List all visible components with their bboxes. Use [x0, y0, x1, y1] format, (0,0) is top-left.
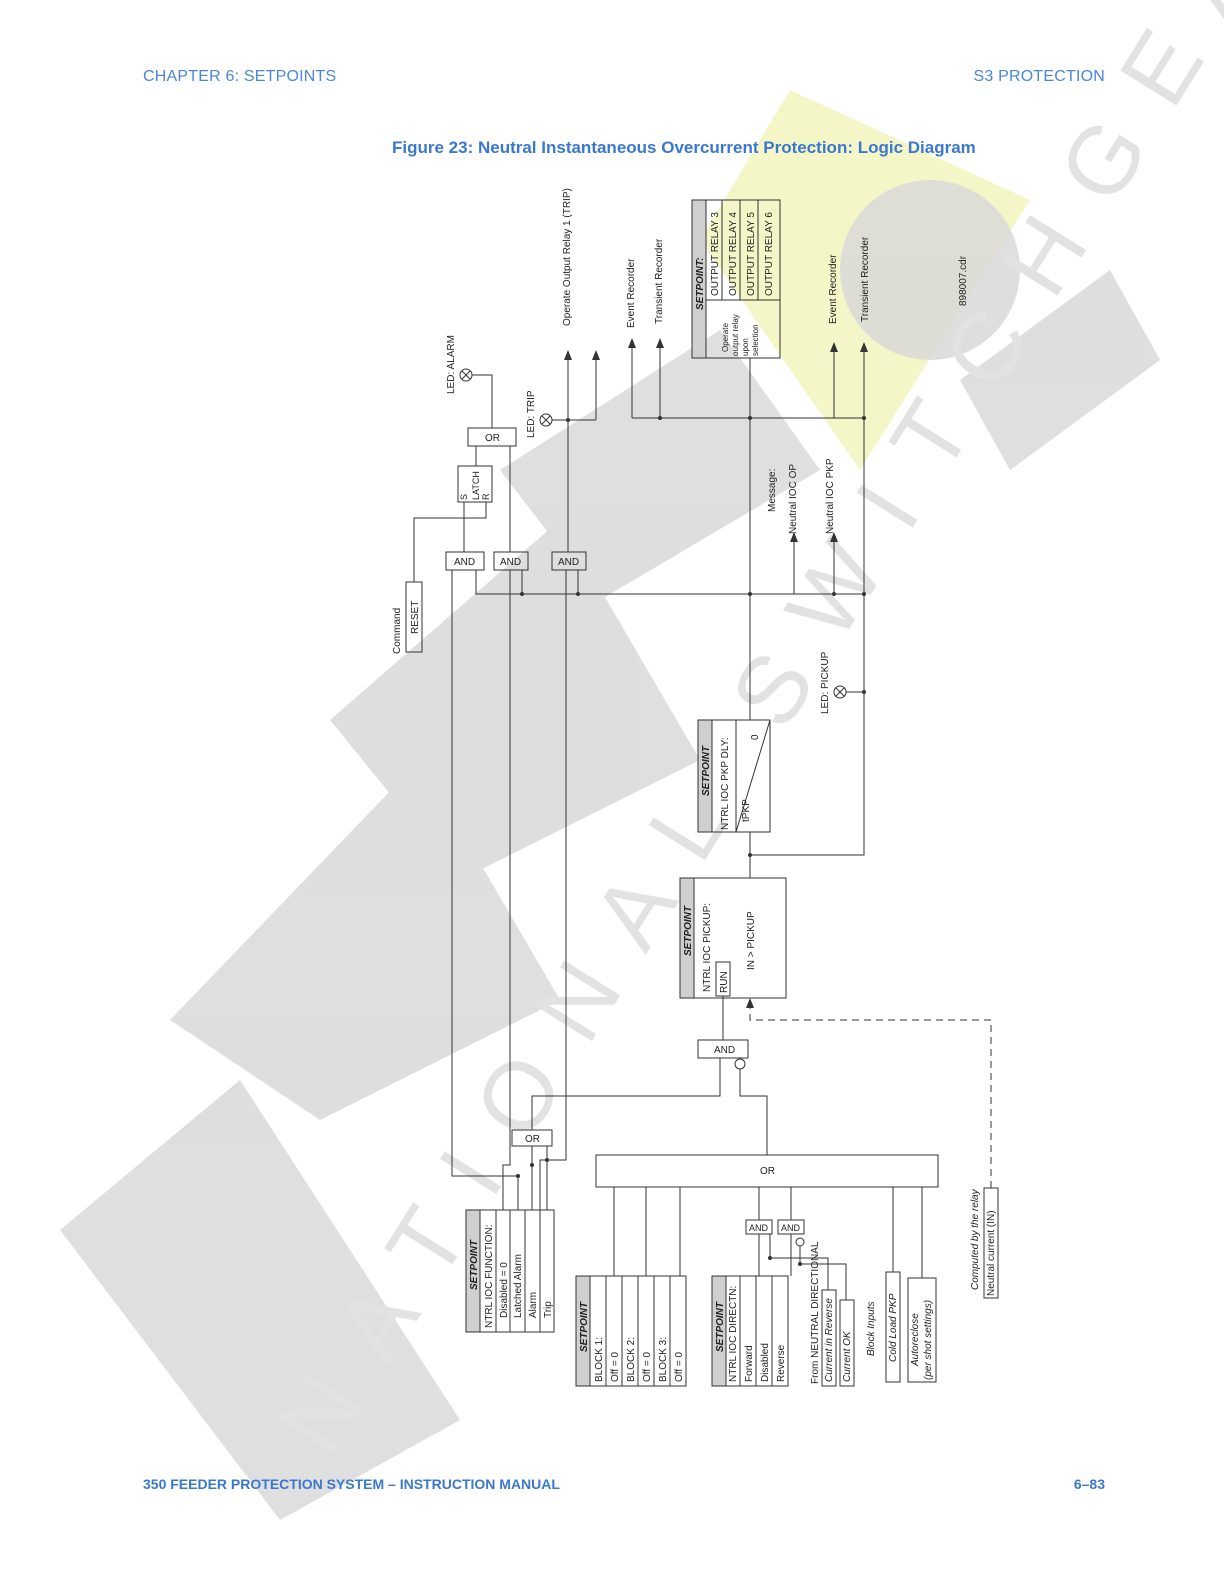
block-option-0: BLOCK 1:	[594, 1337, 605, 1382]
function-setpoint-name: NTRL IOC FUNCTION:	[484, 1224, 495, 1328]
or-gate-block-label: OR	[760, 1166, 775, 1177]
function-option-0: Disabled = 0	[499, 1262, 510, 1318]
direction-setpoint-name: NTRL IOC DIRECTN:	[728, 1286, 739, 1382]
current-in-reverse-label: Current in Reverse	[824, 1298, 835, 1382]
directional-source-label: From NEUTRAL DIRECTIONAL	[810, 1241, 821, 1384]
block-option-3: Off = 0	[642, 1351, 653, 1382]
and-gate-latched-label: AND	[500, 557, 521, 568]
cold-load-pkp-label: Cold Load PKP	[888, 1293, 899, 1362]
pickup-setpoint-header	[679, 877, 695, 999]
autoreclose-label: Autoreclose	[910, 1313, 921, 1367]
event-recorder-pkp-label: Event Recorder	[828, 254, 839, 324]
function-option-3: Trip	[543, 1301, 554, 1318]
block-setpoint-heading: SETPOINT	[579, 1301, 590, 1352]
output-relay-5: OUTPUT RELAY 5	[746, 212, 757, 296]
operate-relay1-label: Operate Output Relay 1 (TRIP)	[562, 188, 573, 326]
output-desc-1: output relay	[731, 314, 740, 356]
latch-r-label: R	[481, 493, 491, 500]
and-gate-trip-label: AND	[558, 557, 579, 568]
latch-s-label: S	[459, 494, 469, 500]
delay-setpoint-header	[697, 719, 713, 833]
neutral-current-label: Neutral current (IN)	[986, 1210, 997, 1296]
delay-tpkp-label: tPKP	[741, 799, 752, 822]
direction-option-0: Forward	[744, 1345, 755, 1382]
pickup-run-label: RUN	[719, 971, 730, 993]
transient-recorder-pkp-label: Transient Recorder	[860, 236, 871, 322]
pickup-setpoint-box	[679, 877, 787, 999]
and-gate-latched	[493, 551, 529, 571]
message-label: Message:	[767, 469, 778, 512]
command-label: Command	[392, 608, 403, 654]
watermark-letter-i	[500, 330, 820, 600]
block-option-2: BLOCK 2:	[626, 1337, 637, 1382]
direction-setpoint-heading: SETPOINT	[715, 1301, 726, 1352]
inverter-bubble-enable	[734, 1058, 746, 1070]
transient-recorder-op-label: Transient Recorder	[654, 238, 665, 324]
watermark-letter-n	[60, 1080, 460, 1520]
output-desc-2: upon	[741, 338, 750, 356]
and-gate-enable-label: AND	[714, 1045, 735, 1056]
delay-zero-label: 0	[750, 734, 761, 740]
neutral-ioc-pkp-label: Neutral IOC PKP	[825, 458, 836, 534]
led-trip-label: LED: TRIP	[526, 390, 537, 438]
output-relay-setpoint-header	[691, 199, 707, 359]
chapter-header: CHAPTER 6: SETPOINTS	[143, 68, 337, 85]
pickup-setpoint-heading: SETPOINT	[683, 905, 694, 956]
block-inputs-label: Block Inputs	[866, 1302, 877, 1356]
autoreclose-note: (per shot settings)	[923, 1300, 934, 1380]
output-desc-0: Operate	[721, 323, 730, 352]
output-relay-3: OUTPUT RELAY 3	[710, 212, 721, 296]
direction-setpoint-header	[711, 1275, 727, 1387]
current-in-reverse-box	[821, 1289, 837, 1387]
delay-setpoint-name: NTRL IOC PKP DLY:	[720, 737, 731, 830]
output-relay-4: OUTPUT RELAY 4	[728, 212, 739, 296]
output-setpoint-heading: SETPOINT:	[695, 257, 706, 310]
delay-setpoint-heading: SETPOINT	[701, 745, 712, 796]
section-header: S3 PROTECTION	[973, 68, 1105, 85]
reset-label: RESET	[410, 601, 421, 634]
pickup-setpoint-name: NTRL IOC PICKUP:	[702, 903, 713, 992]
latch-box	[457, 465, 493, 503]
current-ok-label: Current OK	[842, 1330, 853, 1382]
pickup-condition-label: IN > PICKUP	[746, 911, 757, 970]
watermark-gear	[840, 180, 1020, 360]
or-gate-function-label: OR	[525, 1134, 540, 1145]
footer-manual: 350 FEEDER PROTECTION SYSTEM – INSTRUCTI…	[143, 1476, 560, 1492]
event-recorder-op-label: Event Recorder	[626, 258, 637, 328]
output-relay-6: OUTPUT RELAY 6	[764, 212, 775, 296]
or-gate-alarm-label: OR	[485, 433, 500, 444]
footer-page-number: 6–83	[1073, 1476, 1105, 1492]
function-setpoint-heading: SETPOINT	[469, 1239, 480, 1290]
drawing-id: 898007.cdr	[958, 255, 969, 306]
led-pickup-label: LED: PICKUP	[820, 651, 831, 714]
led-alarm-label: LED: ALARM	[446, 335, 457, 394]
block-option-5: Off = 0	[674, 1351, 685, 1382]
output-desc-3: selection	[751, 324, 760, 356]
function-option-2: Alarm	[528, 1292, 539, 1318]
inverter-bubble-dir	[795, 1237, 805, 1247]
function-option-1: Latched Alarm	[513, 1254, 524, 1318]
block-setpoint-header	[575, 1275, 591, 1387]
neutral-ioc-op-label: Neutral IOC OP	[788, 464, 799, 534]
watermark-letter-t	[330, 520, 700, 880]
and-gate-alarm	[445, 551, 485, 571]
direction-option-1: Disabled	[760, 1343, 771, 1382]
block-option-1: Off = 0	[610, 1351, 621, 1382]
function-setpoint-header	[465, 1209, 481, 1333]
block-option-4: BLOCK 3:	[658, 1337, 669, 1382]
watermark-letter-r	[960, 270, 1160, 470]
and-gate-trip	[551, 551, 587, 571]
and-gate-dir-2-label: AND	[781, 1223, 801, 1233]
current-ok-box	[839, 1299, 855, 1387]
figure-title: Figure 23: Neutral Instantaneous Overcur…	[392, 138, 976, 157]
direction-option-2: Reverse	[776, 1344, 787, 1382]
and-gate-dir-1-label: AND	[749, 1223, 769, 1233]
computed-by-relay-label: Computed by the relay	[970, 1188, 981, 1290]
latch-label: LATCH	[471, 471, 481, 500]
and-gate-alarm-label: AND	[454, 557, 475, 568]
